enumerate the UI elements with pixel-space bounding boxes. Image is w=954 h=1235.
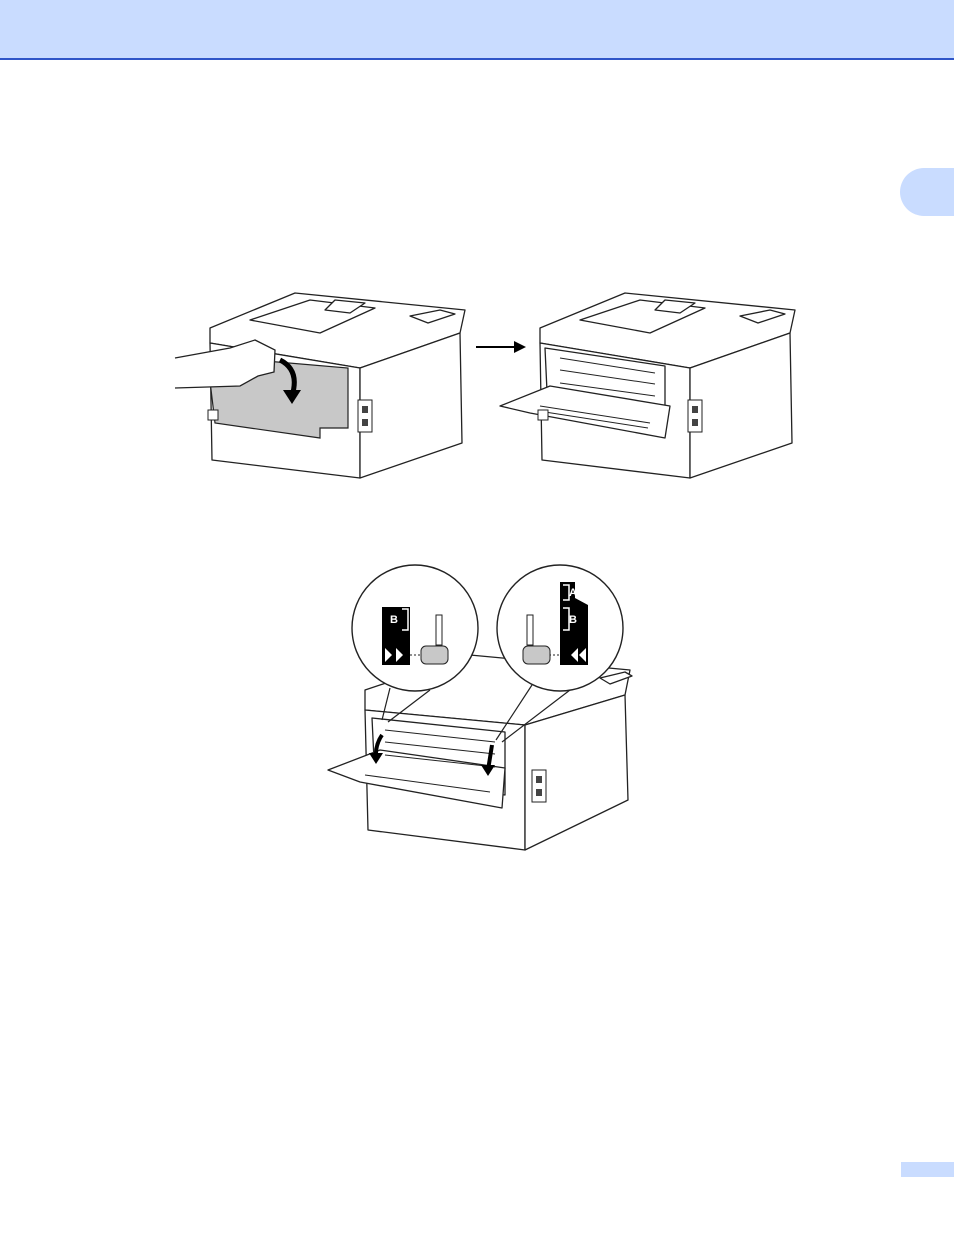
printer-back-cover-opened-illustration [470,288,800,483]
page-header-band [0,0,954,58]
port-panel [358,400,372,432]
left-lever-callout [352,565,478,691]
left-callout-label-b: B [390,614,398,626]
printer-levers-callout-illustration: B A B [320,560,640,860]
right-callout-label-a: A [569,587,577,599]
right-callout-label-b: B [569,614,577,626]
page-number [901,1162,954,1177]
printer-open-back-cover-illustration [170,288,470,483]
page-header-rule [0,58,954,60]
chapter-tab [900,168,954,216]
